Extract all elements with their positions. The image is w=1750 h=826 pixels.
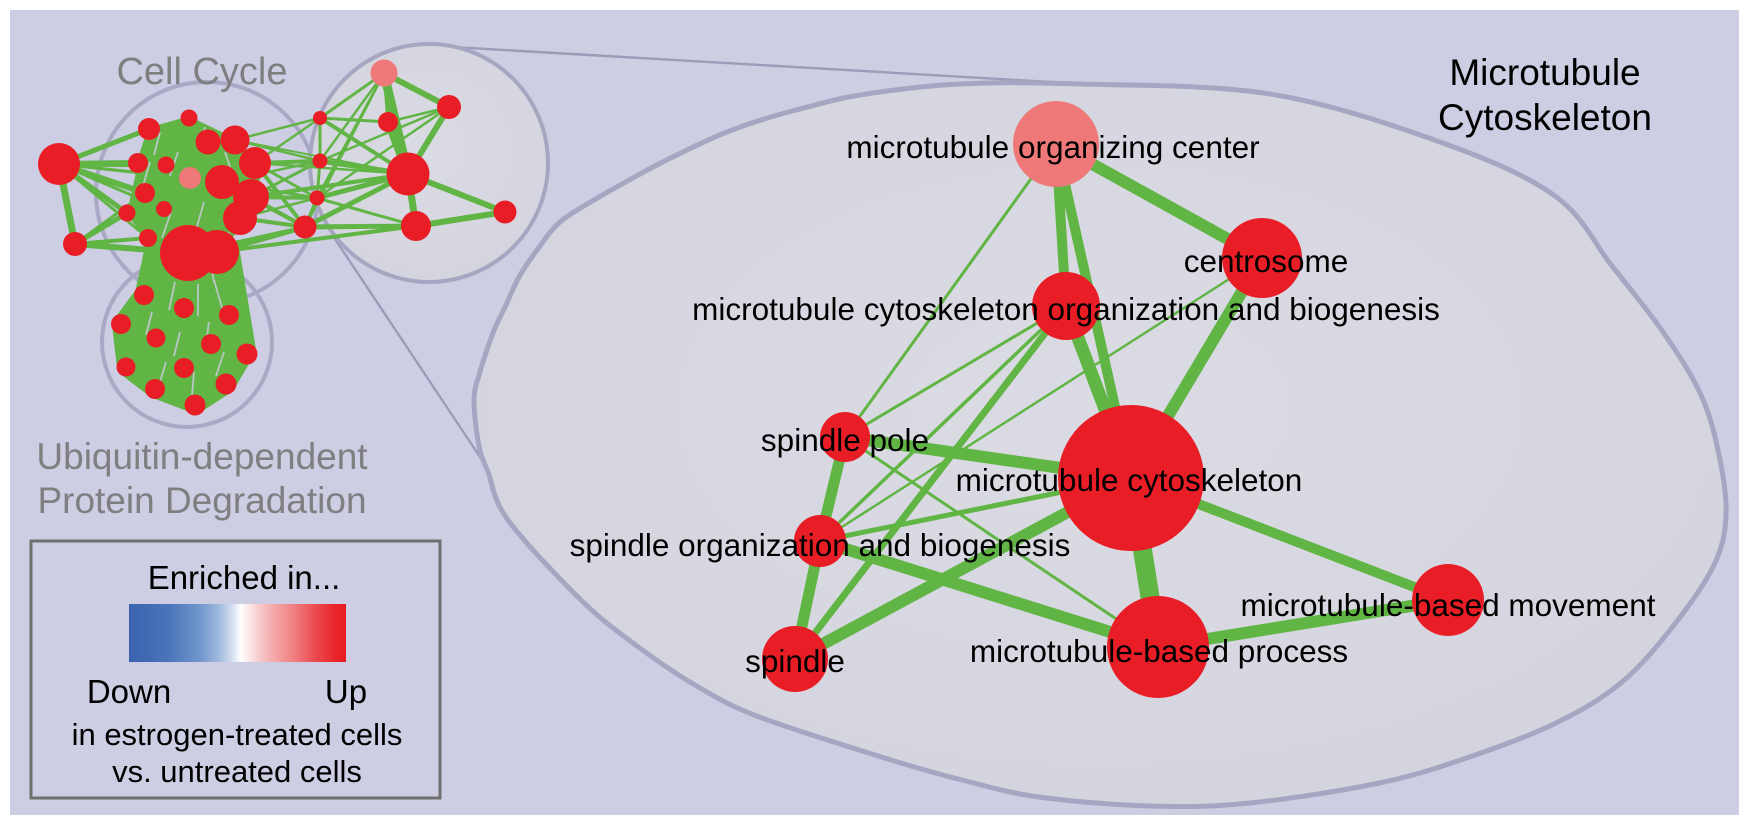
svg-text:Up: Up bbox=[325, 673, 367, 710]
svg-text:microtubule organizing center: microtubule organizing center bbox=[846, 129, 1259, 165]
svg-text:microtubule-based movement: microtubule-based movement bbox=[1241, 587, 1656, 623]
svg-text:Ubiquitin-dependent: Ubiquitin-dependent bbox=[36, 436, 368, 477]
svg-text:centrosome: centrosome bbox=[1184, 243, 1349, 279]
svg-text:Cytoskeleton: Cytoskeleton bbox=[1438, 97, 1652, 138]
svg-text:Cell Cycle: Cell Cycle bbox=[116, 51, 287, 93]
svg-text:microtubule cytoskeleton: microtubule cytoskeleton bbox=[956, 462, 1303, 498]
svg-text:Enriched in...: Enriched in... bbox=[148, 559, 341, 596]
svg-text:spindle: spindle bbox=[745, 643, 845, 679]
svg-text:microtubule cytoskeleton organ: microtubule cytoskeleton organization an… bbox=[692, 291, 1440, 327]
svg-text:Protein Degradation: Protein Degradation bbox=[37, 480, 366, 521]
svg-text:spindle organization and bioge: spindle organization and biogenesis bbox=[570, 527, 1071, 563]
svg-text:Microtubule: Microtubule bbox=[1449, 52, 1640, 93]
svg-text:microtubule-based process: microtubule-based process bbox=[970, 633, 1348, 669]
svg-text:spindle pole: spindle pole bbox=[761, 422, 929, 458]
svg-text:Down: Down bbox=[87, 673, 171, 710]
svg-text:in estrogen-treated cells: in estrogen-treated cells bbox=[72, 717, 403, 752]
svg-text:vs. untreated cells: vs. untreated cells bbox=[112, 754, 362, 789]
